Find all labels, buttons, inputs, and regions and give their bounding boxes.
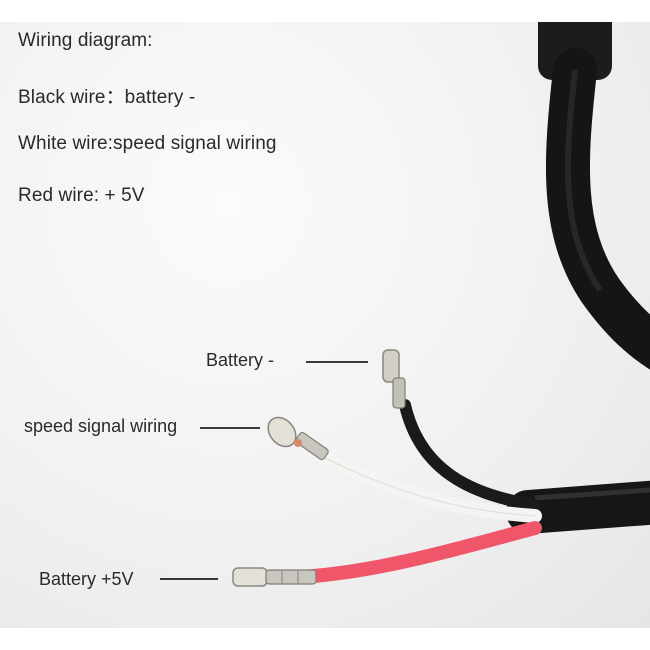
terminal-black bbox=[382, 349, 406, 409]
legend-black-wire: Black wire：battery - bbox=[18, 87, 196, 108]
red-wire bbox=[293, 521, 542, 584]
cable-illustration bbox=[232, 22, 650, 587]
main-cable bbox=[545, 48, 650, 370]
terminal-white bbox=[267, 416, 329, 461]
wire-photo bbox=[0, 22, 650, 628]
leader-line-speed-signal bbox=[200, 427, 260, 429]
legend-white-wire: White wire:speed signal wiring bbox=[18, 133, 277, 154]
black-wire bbox=[399, 399, 541, 511]
leader-line-battery-negative bbox=[306, 361, 368, 363]
terminal-red bbox=[232, 567, 317, 587]
white-wire bbox=[318, 451, 542, 523]
diagram-title: Wiring diagram: bbox=[18, 30, 153, 51]
callout-battery-positive: Battery +5V bbox=[39, 569, 134, 589]
leader-line-battery-positive bbox=[160, 578, 218, 580]
legend-red-wire: Red wire: + 5V bbox=[18, 185, 145, 206]
callout-battery-negative: Battery - bbox=[206, 350, 275, 370]
callout-speed-signal: speed signal wiring bbox=[24, 416, 178, 436]
cable-sheath bbox=[506, 480, 650, 534]
